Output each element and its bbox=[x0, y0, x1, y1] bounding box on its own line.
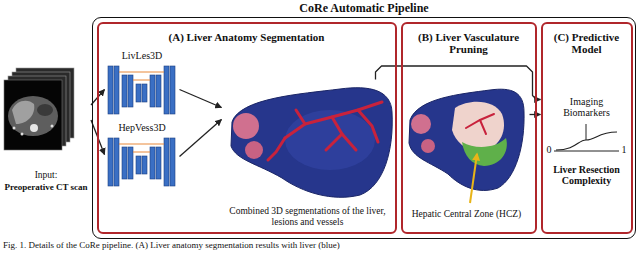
flow-arrow bbox=[180, 120, 222, 157]
vessel bbox=[332, 117, 356, 150]
layer-block bbox=[150, 75, 155, 107]
ct-organ bbox=[37, 104, 53, 116]
ct-body bbox=[8, 96, 58, 136]
panel-title: (B) Liver Vasculature Pruning bbox=[406, 31, 532, 56]
layer-block bbox=[128, 75, 133, 107]
layer-block bbox=[136, 156, 141, 174]
layer-block bbox=[150, 147, 155, 179]
vessel bbox=[268, 138, 285, 160]
ct-rib bbox=[13, 127, 16, 130]
input-label: Input: bbox=[35, 170, 58, 181]
skip-link bbox=[133, 152, 150, 153]
ct-rib bbox=[21, 133, 24, 136]
link-line bbox=[586, 124, 587, 140]
pipeline-frame: CoRe Automatic Pipeline(A) Liver Anatomy… bbox=[92, 17, 636, 239]
vessel bbox=[480, 120, 486, 134]
layer-block bbox=[170, 138, 175, 186]
layer-block bbox=[136, 84, 141, 102]
ct-rib bbox=[51, 125, 54, 128]
layer-block bbox=[122, 147, 127, 179]
layer-block bbox=[108, 138, 113, 186]
score-axis bbox=[554, 151, 619, 152]
input-scan: Input:Preoperative CT scan bbox=[1, 70, 91, 196]
panel-title: (C) Predictive Model bbox=[544, 31, 630, 56]
input-name: Preoperative CT scan bbox=[4, 182, 87, 192]
vessel-tree bbox=[466, 114, 494, 134]
liver-surface bbox=[409, 89, 524, 190]
vessel-tree bbox=[268, 102, 382, 160]
render-caption: Combined 3D segmentations of the liver, … bbox=[227, 206, 389, 228]
flow-arrow bbox=[180, 90, 222, 108]
vessel bbox=[326, 134, 342, 150]
render-caption: Hepatic Central Zone (HCZ) bbox=[412, 209, 521, 220]
central-zone bbox=[452, 102, 504, 151]
layer-block bbox=[164, 66, 169, 114]
layer-block bbox=[156, 147, 161, 179]
network-name: HepVess3D bbox=[118, 122, 165, 134]
scale-value: 0 bbox=[547, 144, 552, 155]
scale-value: 1 bbox=[622, 144, 627, 155]
stage-panel: (A) Liver Anatomy SegmentationLivLes3D He… bbox=[97, 22, 397, 234]
layer-block bbox=[142, 84, 147, 102]
panel-title: (A) Liver Anatomy Segmentation bbox=[169, 31, 325, 44]
layer-block bbox=[142, 156, 147, 174]
layer-block bbox=[114, 66, 119, 114]
skip-link bbox=[119, 144, 164, 145]
layer-block bbox=[108, 66, 113, 114]
pruning-render: Hepatic Central Zone (HCZ) bbox=[404, 60, 530, 230]
liver-surface bbox=[231, 88, 392, 198]
network-icon bbox=[108, 138, 175, 186]
skip-link bbox=[133, 80, 150, 81]
central-zone-part bbox=[462, 138, 507, 166]
lesion bbox=[233, 113, 259, 139]
layer-block bbox=[156, 75, 161, 107]
layer-block bbox=[114, 138, 119, 186]
layer-block bbox=[128, 147, 133, 179]
layer-block bbox=[170, 66, 175, 114]
segmentation-render: Combined 3D segmentations of the liver, … bbox=[222, 80, 394, 230]
stage-panel: (C) Predictive ModelImaging BiomarkersLi… bbox=[541, 22, 633, 234]
lesion bbox=[411, 114, 431, 134]
figure-caption: Fig. 1. Details of the CoRe pipeline. (A… bbox=[3, 240, 340, 250]
frame-title: CoRe Automatic Pipeline bbox=[299, 2, 428, 16]
skip-link bbox=[119, 72, 164, 73]
network-block: LivLes3D bbox=[105, 50, 180, 120]
model-output: Liver Resection Complexity bbox=[544, 164, 630, 187]
ct-liver bbox=[12, 101, 34, 124]
vessel bbox=[296, 110, 305, 124]
lesion bbox=[421, 139, 435, 153]
model-input: Imaging Biomarkers bbox=[547, 96, 627, 119]
layer-block bbox=[122, 75, 127, 107]
score-curve bbox=[556, 132, 617, 150]
ct-spine bbox=[30, 124, 38, 132]
stage-panel: (B) Liver Vasculature PruningHepatic Cen… bbox=[401, 22, 537, 234]
vessel bbox=[358, 110, 378, 142]
pointer-arrow bbox=[470, 154, 477, 203]
layer-block bbox=[164, 138, 169, 186]
ct-slice bbox=[4, 80, 62, 150]
lesion bbox=[245, 141, 263, 159]
network-name: LivLes3D bbox=[122, 50, 163, 62]
network-icon bbox=[108, 66, 175, 114]
network-block: HepVess3D bbox=[105, 122, 180, 197]
